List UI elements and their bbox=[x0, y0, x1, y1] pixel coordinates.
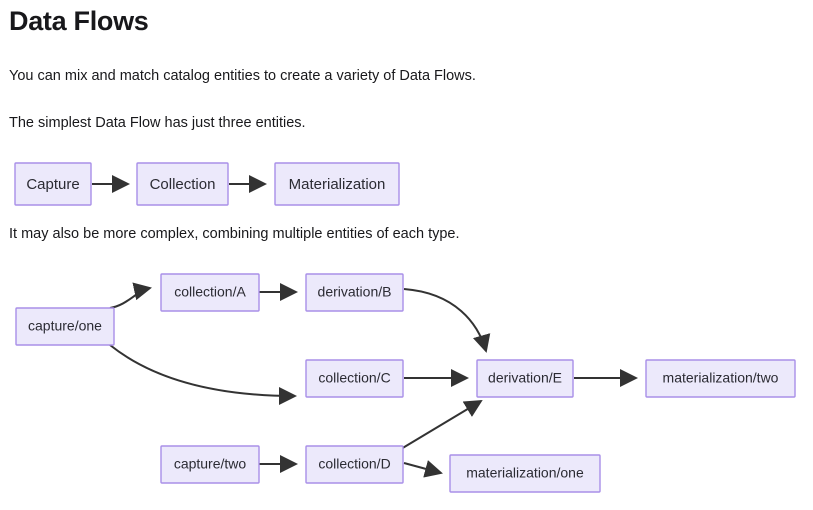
node-materialization[interactable]: Materialization bbox=[274, 162, 400, 206]
node-derivation-b-label: derivation/B bbox=[318, 284, 392, 300]
node-capture[interactable]: Capture bbox=[14, 162, 92, 206]
node-capture-two[interactable]: capture/two bbox=[160, 445, 260, 484]
simple-data-flow-diagram: Capture Collection Materialization bbox=[0, 150, 813, 220]
node-collection-d[interactable]: collection/D bbox=[305, 445, 404, 484]
node-collection[interactable]: Collection bbox=[136, 162, 229, 206]
node-collection-c-label: collection/C bbox=[318, 370, 390, 386]
node-materialization-label: Materialization bbox=[289, 176, 386, 193]
node-collection-a[interactable]: collection/A bbox=[160, 273, 260, 312]
intro-paragraph: You can mix and match catalog entities t… bbox=[9, 68, 476, 84]
page-title: Data Flows bbox=[9, 6, 149, 36]
node-derivation-e[interactable]: derivation/E bbox=[476, 359, 574, 398]
edge-collection-d-to-derivation-e bbox=[395, 399, 483, 453]
node-collection-d-label: collection/D bbox=[318, 456, 390, 472]
simple-flow-paragraph: The simplest Data Flow has just three en… bbox=[9, 115, 306, 131]
node-capture-one[interactable]: capture/one bbox=[15, 307, 115, 346]
node-derivation-e-label: derivation/E bbox=[488, 370, 562, 386]
node-collection-a-label: collection/A bbox=[174, 284, 246, 300]
edge-capture-one-to-collection-a bbox=[109, 282, 152, 309]
node-collection-label: Collection bbox=[150, 176, 216, 193]
node-collection-c[interactable]: collection/C bbox=[305, 359, 404, 398]
node-capture-one-label: capture/one bbox=[28, 318, 102, 334]
edge-derivation-b-to-derivation-e bbox=[403, 288, 491, 353]
complex-data-flow-diagram: capture/one collection/A derivation/B co… bbox=[0, 255, 813, 510]
node-materialization-one-label: materialization/one bbox=[466, 465, 584, 481]
complex-flow-paragraph: It may also be more complex, combining m… bbox=[9, 226, 460, 242]
node-capture-two-label: capture/two bbox=[174, 456, 247, 472]
node-materialization-two[interactable]: materialization/two bbox=[645, 359, 796, 398]
node-materialization-one[interactable]: materialization/one bbox=[449, 454, 601, 493]
edge-capture-one-to-collection-c bbox=[109, 344, 297, 405]
node-capture-label: Capture bbox=[26, 176, 79, 193]
node-materialization-two-label: materialization/two bbox=[663, 370, 779, 386]
edge-collection-d-to-materialization-one bbox=[403, 460, 443, 478]
node-derivation-b[interactable]: derivation/B bbox=[305, 273, 404, 312]
